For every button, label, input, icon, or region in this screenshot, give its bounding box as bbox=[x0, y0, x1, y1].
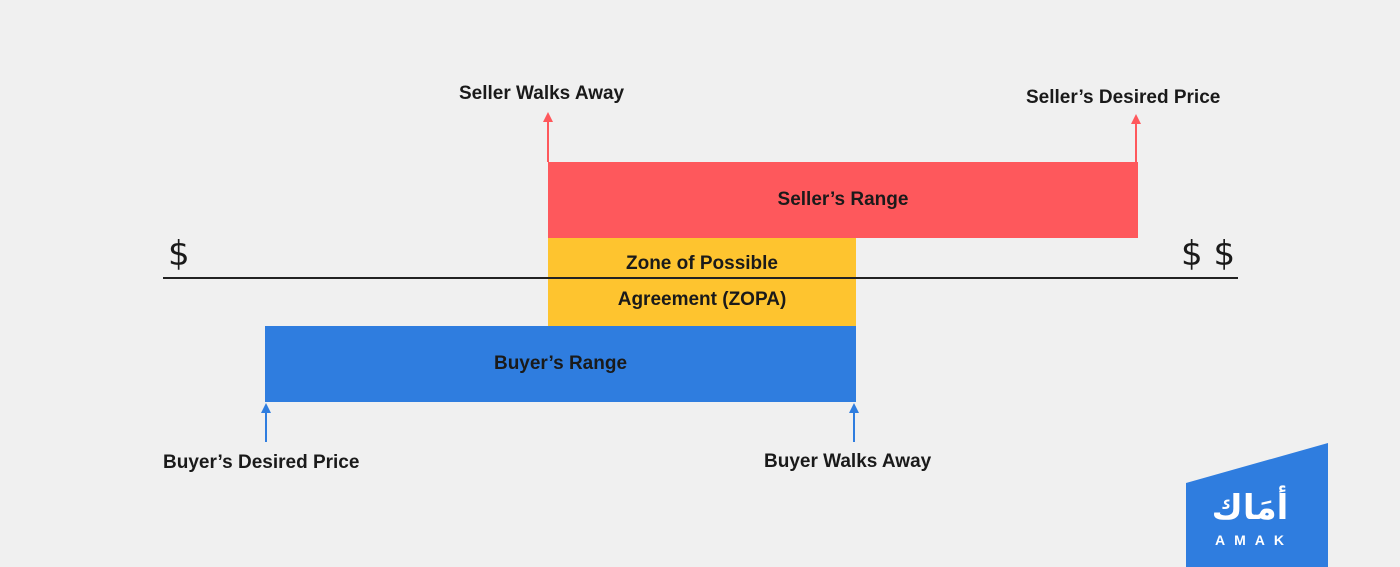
price-axis-line bbox=[163, 277, 1238, 279]
seller-walks-away-label: Seller Walks Away bbox=[459, 83, 625, 104]
buyer-desired-arrow-head-icon bbox=[261, 403, 271, 413]
buyer-walk-away-arrow-head-icon bbox=[849, 403, 859, 413]
low-price-symbol: $ bbox=[168, 234, 190, 274]
buyer-range-bar: Buyer’s Range bbox=[265, 326, 856, 402]
buyer-range-label: Buyer’s Range bbox=[493, 353, 628, 374]
buyer-desired-price-label: Buyer’s Desired Price bbox=[163, 452, 360, 473]
logo-latin-text: AMAK bbox=[1215, 532, 1293, 548]
seller-range-bar: Seller’s Range bbox=[548, 162, 1138, 238]
seller-walk-away-arrow-line bbox=[547, 120, 549, 162]
logo-arabic-text: أمَاك bbox=[1211, 488, 1289, 528]
high-price-symbol: $ $ bbox=[1181, 234, 1236, 274]
zopa-bar: Zone of Possible Agreement (ZOPA) bbox=[548, 238, 856, 326]
buyer-walk-away-arrow-line bbox=[853, 410, 855, 442]
buyer-desired-arrow-line bbox=[265, 410, 267, 442]
seller-walk-away-arrow-head-icon bbox=[543, 112, 553, 122]
seller-desired-arrow-head-icon bbox=[1131, 114, 1141, 124]
zopa-label-line1: Zone of Possible bbox=[625, 253, 779, 274]
seller-desired-arrow-line bbox=[1135, 122, 1137, 162]
seller-desired-price-label: Seller’s Desired Price bbox=[1026, 87, 1221, 108]
amak-logo-icon bbox=[1186, 443, 1328, 567]
buyer-walks-away-label: Buyer Walks Away bbox=[764, 451, 932, 472]
seller-range-label: Seller’s Range bbox=[777, 189, 909, 210]
zopa-label-line2: Agreement (ZOPA) bbox=[617, 289, 787, 310]
